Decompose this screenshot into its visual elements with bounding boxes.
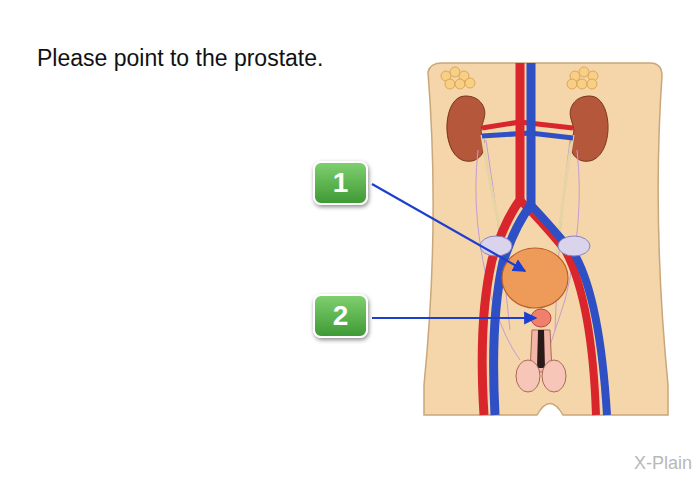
right-kidney: [570, 96, 608, 161]
callout-number: 2: [333, 302, 349, 330]
title: Please point to the prostate.: [37, 45, 323, 72]
seminal-vesicle: [558, 236, 590, 256]
iliac-vein: [531, 205, 607, 415]
left-kidney: [447, 96, 485, 161]
watermark: X-Plain: [634, 453, 692, 474]
urethra: [537, 330, 545, 368]
torso-outline: [424, 63, 668, 415]
callout-number: 1: [333, 169, 349, 197]
testicle: [516, 360, 540, 392]
callout-box: 1: [313, 161, 368, 205]
testicle: [542, 360, 566, 392]
callout-box: 2: [313, 294, 368, 338]
bladder: [502, 248, 568, 308]
leader-arrow: [372, 184, 525, 271]
seminal-vesicle: [480, 236, 512, 256]
leader-arrow: [372, 317, 536, 319]
